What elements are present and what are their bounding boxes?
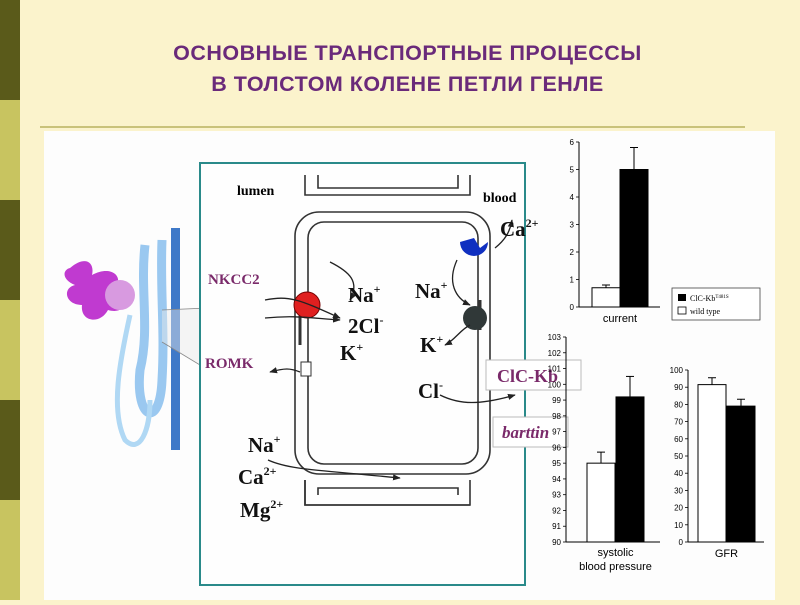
chart-bar-mutant <box>615 396 645 543</box>
chart-tick-label: 102 <box>548 349 562 358</box>
nkcc2-transporter-icon <box>293 291 321 319</box>
chart-tick-label: 2 <box>570 248 575 257</box>
romk-channel-icon <box>300 361 312 377</box>
na-paracellular: Na <box>248 433 274 457</box>
svg-text:Na+: Na+ <box>415 278 448 303</box>
k-apical: K <box>340 341 357 365</box>
ion-flow-arrows <box>264 219 516 481</box>
chart-tick-label: 101 <box>548 365 562 374</box>
chart-tick-label: 70 <box>674 418 683 427</box>
svg-text:Cl-: Cl- <box>418 378 443 403</box>
chart-tick-label: 95 <box>552 459 561 468</box>
chart-tick-label: 99 <box>552 396 561 405</box>
barttin-callout: barttin <box>492 416 569 448</box>
loop-of-henle-tube <box>134 239 168 418</box>
ca-blood: Ca <box>500 217 526 241</box>
chart-tick-label: 5 <box>570 166 575 175</box>
chart-tick-label: 1 <box>570 276 575 285</box>
nkcc2-label: NKCC2 <box>208 272 260 288</box>
chart-tick-label: 0 <box>679 538 684 547</box>
lumen-label: lumen <box>237 184 275 199</box>
legend-wildtype: wild type <box>690 307 720 316</box>
chart-xlabel: systolic <box>597 547 634 559</box>
descending-limb <box>114 314 153 447</box>
slide-title: ОСНОВНЫЕ ТРАНСПОРТНЫЕ ПРОЦЕССЫ В ТОЛСТОМ… <box>40 38 775 100</box>
k-basolateral: K <box>420 333 437 357</box>
svg-text:Na+: Na+ <box>248 432 281 457</box>
figure-panel: lumen blood NKCC2 ROMK Na+ 2Cl- K+ Na+ K… <box>44 131 775 600</box>
clckb-channel-icon <box>463 306 487 330</box>
ca-paracellular: Ca <box>238 465 264 489</box>
legend-swatch-mutant <box>678 294 686 301</box>
chart-tick-label: 97 <box>552 428 561 437</box>
clckb-callout: ClC-Kb <box>485 359 582 391</box>
charts-group: 0123456current90919293949596979899100101… <box>548 138 764 573</box>
title-line-2: В ТОЛСТОМ КОЛЕНЕ ПЕТЛИ ГЕНЛЕ <box>211 72 604 96</box>
title-line-1: ОСНОВНЫЕ ТРАНСПОРТНЫЕ ПРОЦЕССЫ <box>173 41 642 65</box>
chart-tick-label: 96 <box>552 443 561 452</box>
svg-text:2Cl-: 2Cl- <box>348 313 384 338</box>
chart-legend: ClC-KbT481S wild type <box>671 287 761 321</box>
chart-tick-label: 100 <box>548 380 562 389</box>
chart-tick-label: 0 <box>570 303 575 312</box>
romk-label: ROMK <box>205 356 254 372</box>
chart-bar-wildtype <box>591 287 621 308</box>
chart-tick-label: 50 <box>674 452 683 461</box>
chart-xlabel: current <box>603 313 637 325</box>
svg-text:K+: K+ <box>420 332 443 357</box>
collecting-duct <box>171 228 180 450</box>
title-divider <box>40 126 745 128</box>
glomerulus-ball <box>105 280 135 310</box>
chart-tick-label: 30 <box>674 486 683 495</box>
mg-paracellular: Mg <box>240 498 271 522</box>
chart-tick-label: 90 <box>674 383 683 392</box>
chart-tick-label: 20 <box>674 504 683 513</box>
chart-tick-label: 10 <box>674 521 683 530</box>
cl-basolateral: Cl <box>418 379 439 403</box>
svg-text:Mg2+: Mg2+ <box>240 497 283 522</box>
barttin-label: barttin <box>502 423 549 442</box>
chart-bar-mutant <box>619 169 649 308</box>
svg-text:Na+: Na+ <box>348 282 381 307</box>
na-apical: Na <box>348 283 374 307</box>
chart-tick-label: 100 <box>670 366 684 375</box>
chart-tick-label: 4 <box>570 193 575 202</box>
svg-text:Ca2+: Ca2+ <box>238 464 277 489</box>
chart-tick-label: 90 <box>552 538 561 547</box>
chart-xlabel: GFR <box>715 548 738 560</box>
cell-diagram-box <box>199 162 526 586</box>
chart-tick-label: 3 <box>570 221 575 230</box>
calcium-pump-icon <box>460 238 488 256</box>
chart-bar-mutant <box>726 405 756 543</box>
chart-tick-label: 6 <box>570 138 575 147</box>
svg-text:K+: K+ <box>340 340 363 365</box>
chart-tick-label: 98 <box>552 412 561 421</box>
chart-tick-label: 92 <box>552 506 561 515</box>
sidebar-stripe <box>0 0 20 600</box>
legend-mutant: ClC-KbT481S <box>690 294 729 303</box>
chart-xlabel: blood pressure <box>579 561 652 573</box>
chart-tick-label: 40 <box>674 469 683 478</box>
chart-tick-label: 60 <box>674 435 683 444</box>
chart-tick-label: 94 <box>552 475 561 484</box>
svg-text:Ca2+: Ca2+ <box>500 216 539 241</box>
ion-labels: Na+ 2Cl- K+ Na+ K+ Cl- Ca2+ Na+ Ca2+ Mg2… <box>238 216 539 522</box>
na-basolateral: Na <box>415 279 441 303</box>
chart-bar-wildtype <box>586 462 616 543</box>
blood-label: blood <box>483 191 517 206</box>
chart-bar-wildtype <box>697 384 727 543</box>
chart-tick-label: 80 <box>674 400 683 409</box>
two-cl: 2Cl <box>348 314 380 338</box>
chart-tick-label: 91 <box>552 522 561 531</box>
chart-tick-label: 103 <box>548 333 562 342</box>
legend-swatch-wildtype <box>677 306 687 315</box>
clckb-label: ClC-Kb <box>497 366 558 386</box>
epithelial-cell-outline <box>294 175 491 506</box>
chart-tick-label: 93 <box>552 491 561 500</box>
